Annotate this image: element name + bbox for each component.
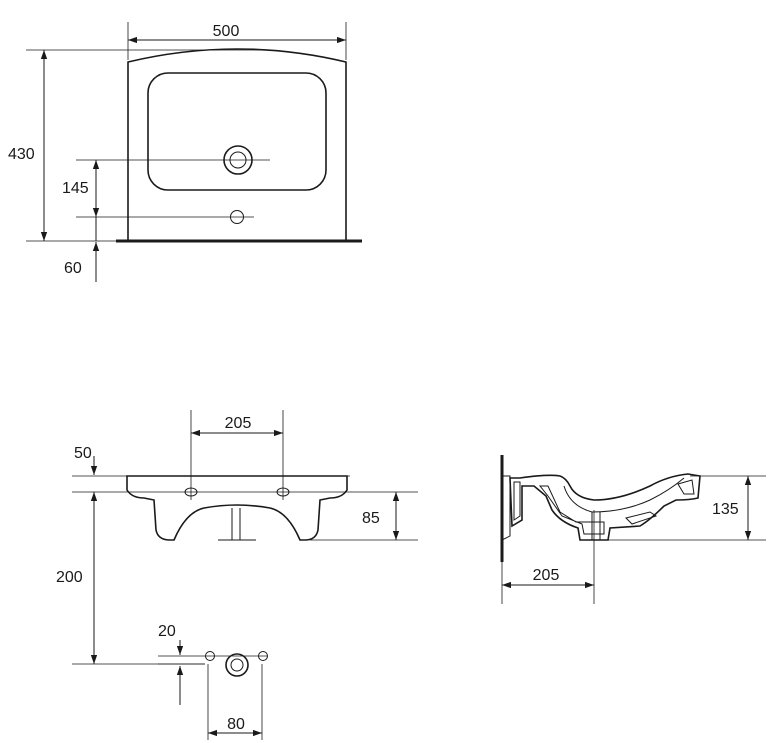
dim-drain-from-wall: 205: [533, 567, 560, 584]
dim-tap-spacing: 205: [225, 415, 252, 432]
bowl-inner-top: [147, 72, 327, 191]
dim-front-height: 200: [56, 569, 83, 586]
dim-top-width: 500: [213, 23, 240, 40]
top-view: 500 430 145 60: [8, 22, 362, 282]
basin-profile-front: [126, 475, 348, 541]
basin-outline-top: [127, 48, 347, 240]
dim-rim: 50: [74, 445, 92, 462]
dim-back-offset: 60: [64, 260, 82, 277]
dim-tap-to-drain: 145: [62, 180, 89, 197]
drain-outlet-inner-icon: [230, 658, 244, 672]
side-view: 135 205: [500, 455, 766, 604]
dim-top-depth: 430: [8, 146, 35, 163]
dim-bowl: 85: [362, 510, 380, 527]
drain-outlet-icon: [225, 653, 249, 677]
front-view: 205 50 200 85 20 80: [56, 410, 418, 740]
dim-side-depth: 135: [712, 501, 739, 518]
dim-drain-offset: 20: [158, 623, 176, 640]
dim-drain-width: 80: [227, 716, 245, 733]
basin-section-side: [509, 473, 701, 541]
